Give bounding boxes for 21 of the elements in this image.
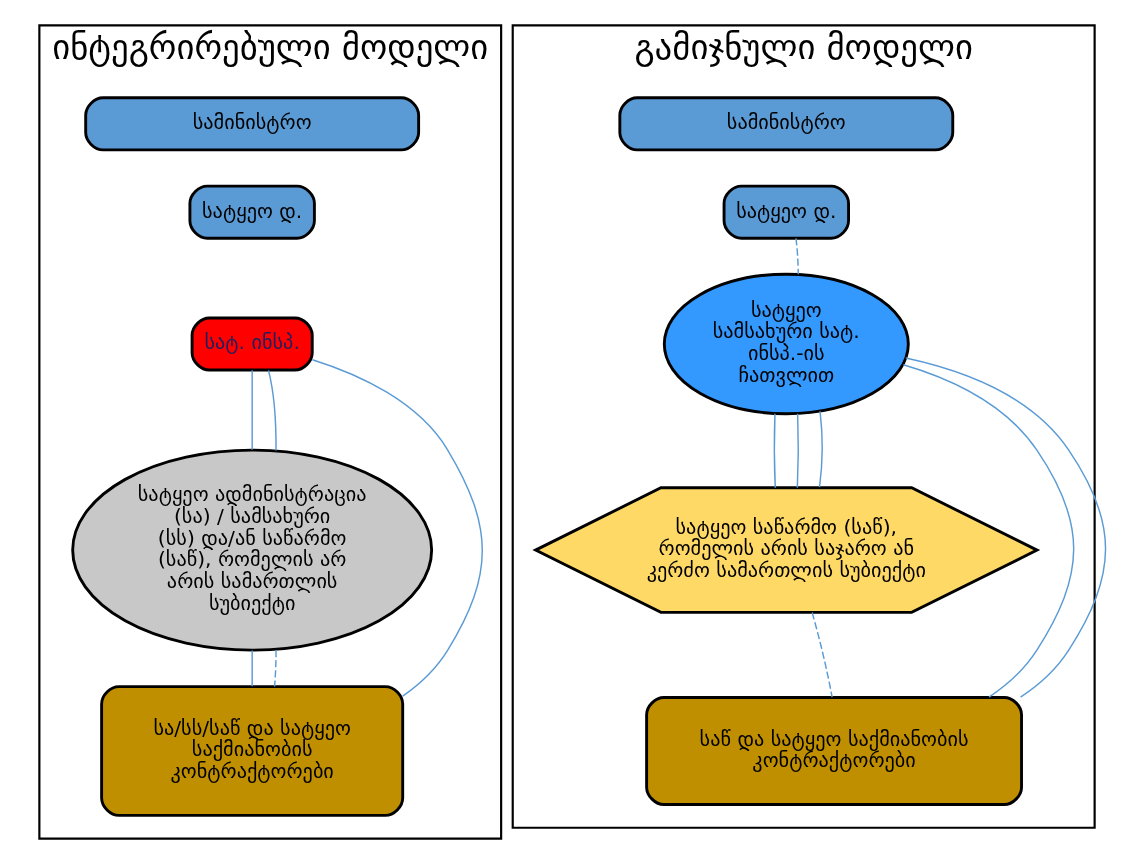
node-ellipse: სატყეო ადმინისტრაცია (სა) / სამსახური (სს) და/ან საწარმო (საწ), რომელის არ არის სამართლის სუბიექტი <box>71 448 434 652</box>
connector <box>267 369 277 452</box>
node-box: სამინისტრო <box>618 96 955 152</box>
node-ellipse: სატყეო სამსახური სატ. ინსპ.-ის ჩათვლით <box>662 272 910 416</box>
connector <box>796 412 799 489</box>
node-box: სატყეო დ. <box>722 184 850 240</box>
connector <box>795 237 799 276</box>
connector <box>818 410 823 488</box>
node-box: სამინისტრო <box>84 96 421 152</box>
connector <box>251 649 253 688</box>
connector <box>811 611 833 698</box>
connector <box>311 359 483 697</box>
connector <box>773 412 776 489</box>
connector <box>902 364 1075 698</box>
node-box: საწ და სატყეო საქმიანობის კონტრაქტორები <box>645 696 1023 807</box>
node-box: სატყეო დ. <box>188 184 316 240</box>
connector <box>905 357 1107 698</box>
connector <box>273 649 277 688</box>
node-box: სატ. ინსპ. <box>190 316 314 372</box>
node-box: სა/სს/საწ და სატყეო საქმიანობის კონტრაქტორები <box>100 685 405 817</box>
connector <box>251 369 253 451</box>
